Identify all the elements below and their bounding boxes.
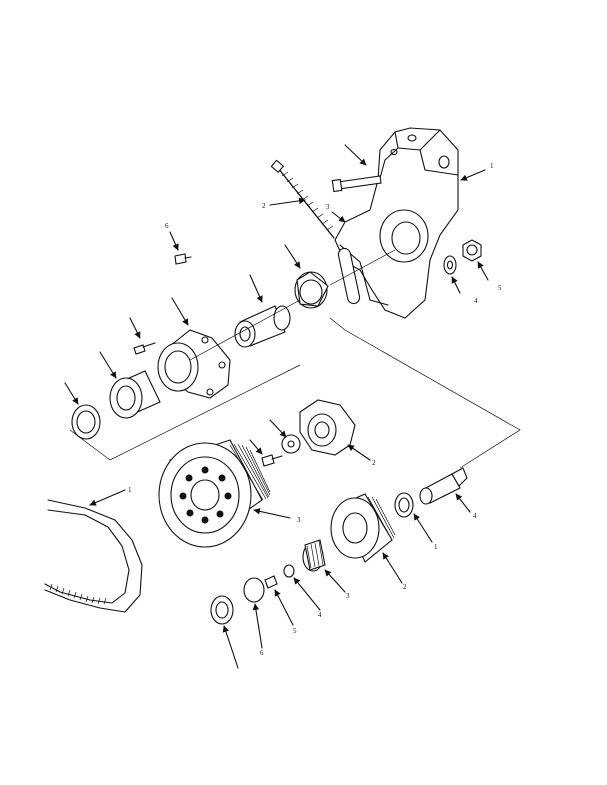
callout-15: 5 bbox=[293, 627, 297, 635]
callout-9: 3 bbox=[297, 516, 301, 524]
callout-5: 5 bbox=[498, 284, 502, 292]
assembly-lines bbox=[69, 249, 521, 469]
bearing-housing bbox=[157, 329, 231, 399]
bracket-bolt bbox=[331, 175, 382, 193]
threaded-stud bbox=[270, 159, 335, 239]
bearing bbox=[109, 370, 161, 419]
callout-7: 1 bbox=[128, 486, 132, 494]
shaft-seal bbox=[394, 492, 414, 518]
serpentine-belt bbox=[44, 499, 143, 613]
callout-1: 1 bbox=[490, 162, 494, 170]
seal-ring bbox=[71, 404, 101, 440]
callout-12: 2 bbox=[403, 583, 407, 591]
callout-2: 2 bbox=[262, 202, 266, 210]
flange-hub bbox=[299, 399, 356, 456]
leader-lines bbox=[64, 144, 489, 669]
seal-cup bbox=[294, 271, 329, 309]
stub-shaft bbox=[419, 467, 468, 505]
hub-washer bbox=[281, 434, 301, 454]
callout-4: 4 bbox=[474, 297, 478, 305]
washer-small bbox=[283, 564, 295, 578]
roller-bearing bbox=[302, 539, 326, 572]
callout-labels: 1 2 3 4 5 6 1 2 3 4 1 2 3 4 5 6 bbox=[128, 162, 502, 657]
callout-16: 6 bbox=[260, 649, 264, 657]
hex-nut bbox=[462, 239, 482, 262]
callout-14: 4 bbox=[318, 611, 322, 619]
small-bolt bbox=[174, 253, 192, 265]
housing-bolt bbox=[133, 342, 156, 355]
callout-13: 3 bbox=[346, 592, 350, 600]
hub-bolt bbox=[261, 454, 283, 467]
flat-washer bbox=[443, 255, 457, 275]
spacer-sleeve bbox=[234, 305, 291, 348]
o-ring bbox=[243, 577, 265, 603]
callout-11: 1 bbox=[434, 543, 438, 551]
dust-cap bbox=[210, 595, 234, 625]
callout-3: 3 bbox=[326, 203, 330, 211]
callout-8: 2 bbox=[372, 459, 376, 467]
idler-pulley bbox=[330, 493, 396, 563]
crankshaft-pulley bbox=[158, 439, 271, 548]
callout-10: 4 bbox=[473, 512, 477, 520]
callout-6: 6 bbox=[165, 222, 169, 230]
mounting-bracket bbox=[334, 127, 459, 319]
screw-small bbox=[264, 575, 278, 589]
